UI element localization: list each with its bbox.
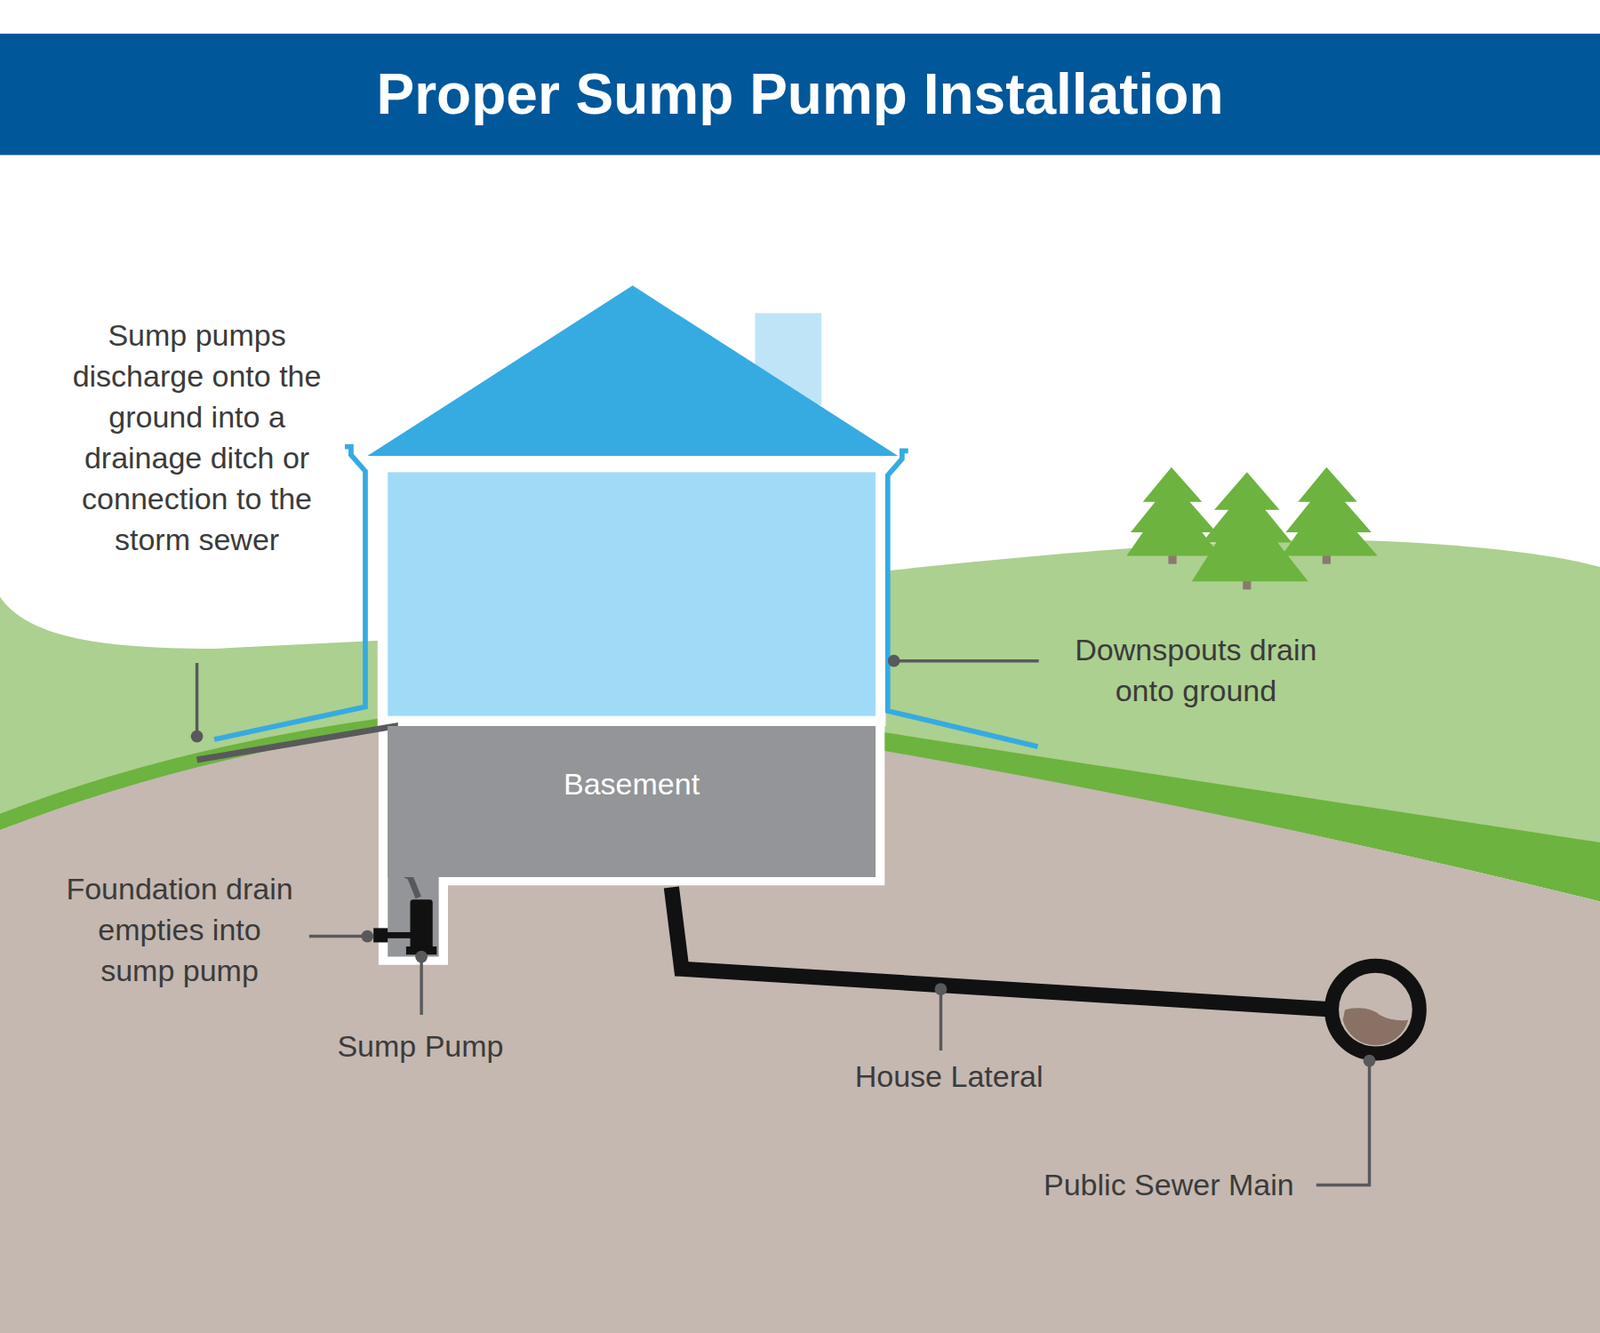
sump-pump xyxy=(373,899,437,955)
leader-lines xyxy=(419,957,423,1016)
sewer-main-label: Public Sewer Main xyxy=(967,1164,1294,1206)
downspout-note: Downspouts drain onto ground xyxy=(1042,629,1349,712)
leader-dots xyxy=(1363,1055,1376,1068)
sump-pump xyxy=(409,899,432,951)
leader-dots xyxy=(360,930,374,944)
leader-lines xyxy=(939,989,943,1051)
leader-dots xyxy=(191,655,1376,1068)
sump-pump xyxy=(373,928,388,943)
house xyxy=(367,285,898,456)
leader-dots xyxy=(415,951,428,964)
downspouts xyxy=(214,447,1038,747)
foundation-drain-note: Foundation drain empties into sump pump xyxy=(56,868,303,992)
room-box: Basement xyxy=(387,726,876,878)
leader-lines xyxy=(197,661,1370,1186)
house-lateral-label: House Lateral xyxy=(816,1056,1081,1097)
leader-lines xyxy=(1316,1061,1370,1186)
leader-lines xyxy=(195,663,199,737)
house-lateral xyxy=(1343,1008,1408,1046)
downspouts xyxy=(888,450,1039,747)
house xyxy=(387,726,876,957)
leader-dots xyxy=(935,983,948,996)
trees xyxy=(1192,472,1309,582)
discharge-note: Sump pumps discharge onto the ground int… xyxy=(64,314,329,560)
trees xyxy=(1281,467,1378,557)
leader-lines xyxy=(894,659,1040,663)
title: Proper Sump Pump Installation xyxy=(0,33,1600,156)
house-lateral xyxy=(1344,1009,1376,1011)
sump-pump-label: Sump Pump xyxy=(308,1025,534,1067)
leader-lines xyxy=(309,935,368,938)
leader-dots xyxy=(191,730,204,744)
house-lateral xyxy=(671,887,1419,1054)
sump-pump xyxy=(385,932,413,939)
house xyxy=(377,456,887,727)
leader-dots xyxy=(888,655,901,668)
house xyxy=(378,718,885,966)
house xyxy=(367,285,898,965)
house xyxy=(387,472,876,716)
room-name: Basement xyxy=(387,765,876,803)
title-banner xyxy=(0,33,1600,156)
house-lateral xyxy=(671,887,1335,1010)
house-lateral xyxy=(1331,966,1420,1055)
trees xyxy=(1126,467,1377,591)
